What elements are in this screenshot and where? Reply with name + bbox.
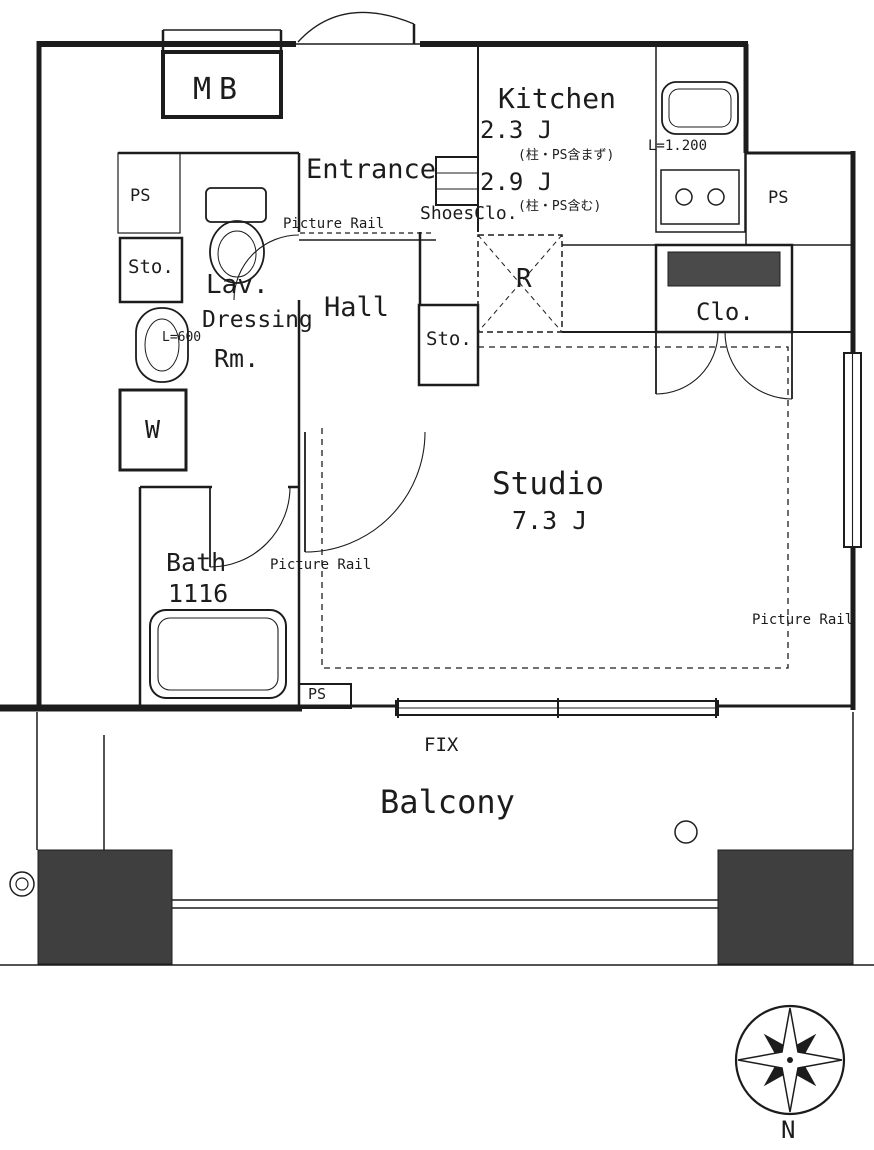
fix-window-label: FIX xyxy=(424,734,459,756)
bath-label: Bath xyxy=(166,548,227,577)
toilet-seat xyxy=(217,230,257,278)
counter-length-label: L=1.200 xyxy=(648,138,708,154)
kitchen-note-incl-label: (柱・PS含む) xyxy=(518,199,602,214)
pipe-outer xyxy=(9,871,35,897)
balcony-wall-left xyxy=(37,849,173,965)
refrigerator-space xyxy=(477,234,563,333)
lav-label: Lav. xyxy=(206,270,269,300)
kitchen-fixtures xyxy=(655,45,746,233)
studio-label: Studio xyxy=(492,466,604,502)
stove xyxy=(660,169,740,225)
lav-door-arc xyxy=(233,234,300,301)
studio-door-arc xyxy=(304,431,426,553)
wash-basin-inner xyxy=(144,318,180,372)
picture-rail-left-label: Picture Rail xyxy=(270,557,372,573)
door-swings xyxy=(209,11,426,568)
ps-bottom-label: PS xyxy=(308,685,327,703)
dressing-rm-label: Rm. xyxy=(214,344,260,373)
closet-door-left-arc xyxy=(655,331,719,395)
mb-label: MB xyxy=(193,72,246,107)
hall-label: Hall xyxy=(324,292,390,323)
stove-burner-left xyxy=(675,188,693,206)
bath-door-arc xyxy=(209,486,291,568)
bathtub xyxy=(149,609,287,699)
ps-bottom-box xyxy=(298,683,352,709)
closet-shelf-bar xyxy=(667,251,781,287)
kitchen-size-incl-label: 2.9 J xyxy=(480,168,553,196)
picture-rail-studio-line xyxy=(321,346,789,669)
compass xyxy=(734,1004,846,1116)
sanitary-fixtures xyxy=(135,187,287,699)
kitchen-label: Kitchen xyxy=(498,82,617,115)
exterior-walls xyxy=(0,41,856,712)
balcony-wall-right xyxy=(717,849,854,965)
shoes-closet-shelves xyxy=(436,172,478,190)
entrance-door-arc xyxy=(297,11,415,43)
compass-north-label: N xyxy=(781,1116,796,1144)
dressing-label: Dressing xyxy=(202,307,313,333)
pipe-inner xyxy=(15,877,29,891)
closet-door-right-arc xyxy=(724,331,793,400)
basin-length-label: L=600 xyxy=(162,330,202,345)
ps-top-right-label: PS xyxy=(768,188,789,208)
toilet-tank xyxy=(205,187,267,223)
kitchen-sink xyxy=(661,81,739,135)
entrance-label: Entrance xyxy=(306,154,437,185)
picture-rail-right-label: Picture Rail xyxy=(752,612,854,628)
closet-label: Clo. xyxy=(696,298,754,326)
washer-label: W xyxy=(145,415,161,444)
ps-left-box xyxy=(117,152,181,234)
kitchen-counter xyxy=(655,45,746,233)
windows xyxy=(395,352,862,718)
balcony-drain xyxy=(674,820,698,844)
bath-size-label: 1116 xyxy=(168,579,229,608)
kitchen-note-excl-label: (柱・PS含まず) xyxy=(518,148,615,163)
meter-box xyxy=(161,29,283,119)
compass-center xyxy=(787,1057,793,1063)
shoes-closet-label: ShoesClo. xyxy=(420,203,518,224)
balcony-linework xyxy=(0,712,874,966)
service-boxes xyxy=(117,152,480,709)
picture-rail-top-label: Picture Rail xyxy=(283,216,385,232)
bathtub-inner xyxy=(157,617,279,691)
kitchen-sink-inner xyxy=(668,88,732,128)
washer-box xyxy=(118,388,188,472)
storage-hall-label: Sto. xyxy=(426,328,472,350)
closet xyxy=(654,243,794,400)
stove-burner-right xyxy=(707,188,725,206)
storage-left-box xyxy=(118,236,184,304)
wash-basin xyxy=(135,307,189,383)
kitchen-size-excl-label: 2.3 J xyxy=(480,116,553,144)
balcony-rail xyxy=(172,899,718,909)
studio-size-label: 7.3 J xyxy=(512,506,588,535)
fix-window-mullions xyxy=(397,698,717,718)
storage-left-label: Sto. xyxy=(128,256,174,278)
picture-rails xyxy=(300,232,789,669)
ps-top-left-label: PS xyxy=(130,186,151,206)
balcony-label: Balcony xyxy=(380,783,515,821)
storage-hall-box xyxy=(417,303,480,387)
toilet-bowl xyxy=(209,220,265,284)
fridge-label: R xyxy=(516,264,532,294)
shoes-closet-box xyxy=(435,156,479,206)
